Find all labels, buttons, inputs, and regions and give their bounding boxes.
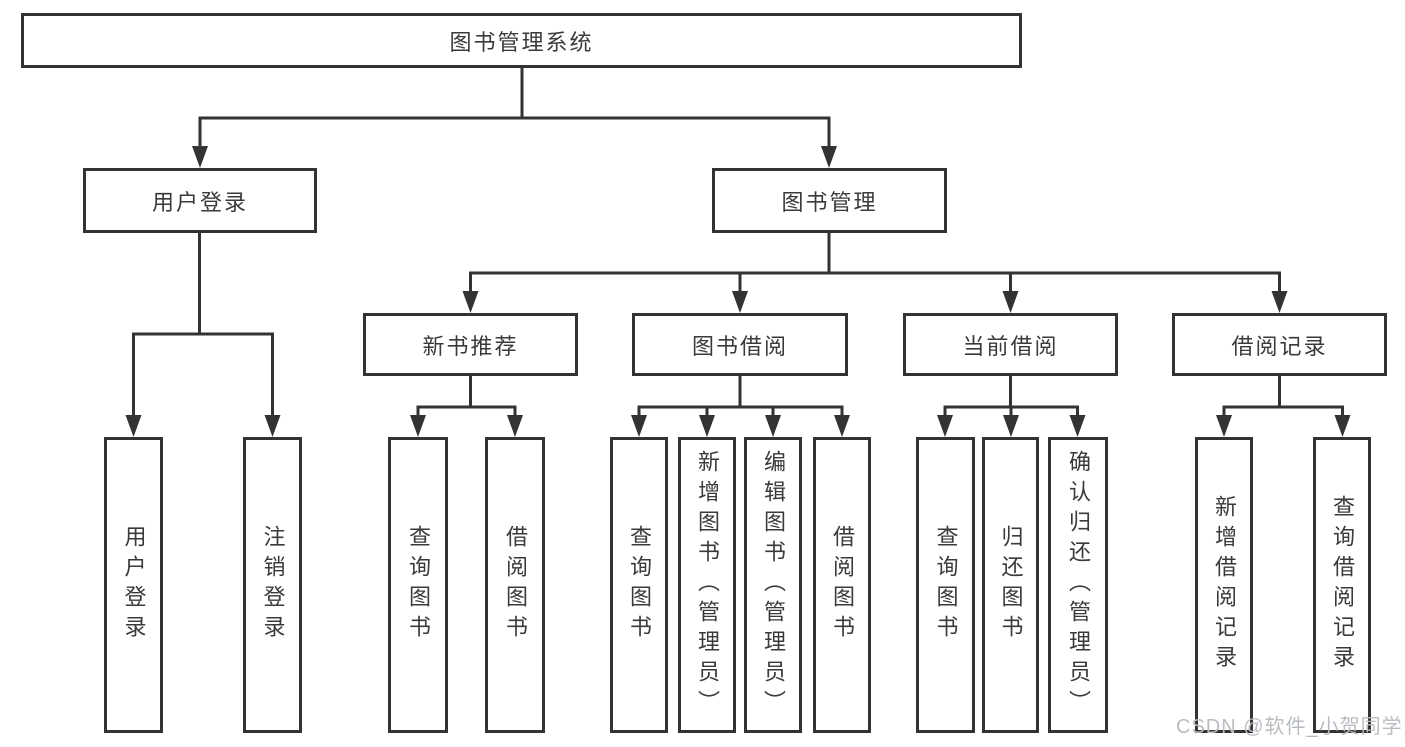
node-book-borrowing-label: 图书借阅 bbox=[691, 333, 788, 359]
leaf-confirm-return-admin: 确认归还（管理员） bbox=[1048, 437, 1108, 733]
leaf-query-books-borrowing: 查询图书 bbox=[610, 437, 668, 733]
leaf-query-books-recommend-label: 查询图书 bbox=[406, 525, 431, 645]
leaf-confirm-return-admin-label: 确认归还（管理员） bbox=[1066, 450, 1091, 720]
node-borrowing-records: 借阅记录 bbox=[1172, 313, 1387, 376]
leaf-return-books-label: 归还图书 bbox=[998, 525, 1024, 645]
leaf-add-books-admin: 新增图书（管理员） bbox=[678, 437, 736, 733]
leaf-query-books-recommend: 查询图书 bbox=[388, 437, 448, 733]
leaf-borrow-books-recommend: 借阅图书 bbox=[485, 437, 545, 733]
node-new-book-recommend: 新书推荐 bbox=[363, 313, 578, 376]
leaf-query-books-current: 查询图书 bbox=[916, 437, 975, 733]
node-user-login: 用户登录 bbox=[83, 168, 317, 233]
node-current-borrowing: 当前借阅 bbox=[903, 313, 1118, 376]
node-user-login-label: 用户登录 bbox=[151, 189, 248, 215]
leaf-query-books-current-label: 查询图书 bbox=[933, 525, 959, 645]
leaf-query-borrow-record-label: 查询借阅记录 bbox=[1330, 495, 1355, 675]
node-book-management-label: 图书管理 bbox=[781, 189, 878, 215]
node-book-management: 图书管理 bbox=[712, 168, 947, 233]
node-current-borrowing-label: 当前借阅 bbox=[962, 333, 1059, 359]
leaf-add-borrow-record: 新增借阅记录 bbox=[1195, 437, 1253, 733]
leaf-add-books-admin-label: 新增图书（管理员） bbox=[695, 450, 720, 720]
node-new-book-recommend-label: 新书推荐 bbox=[422, 333, 519, 359]
leaf-add-borrow-record-label: 新增借阅记录 bbox=[1212, 495, 1237, 675]
leaf-query-books-borrowing-label: 查询图书 bbox=[627, 525, 652, 645]
node-library-system: 图书管理系统 bbox=[21, 13, 1022, 68]
leaf-user-login-label: 用户登录 bbox=[121, 525, 147, 645]
node-borrowing-records-label: 借阅记录 bbox=[1231, 333, 1328, 359]
leaf-user-login: 用户登录 bbox=[104, 437, 163, 733]
leaf-edit-books-admin-label: 编辑图书（管理员） bbox=[761, 450, 786, 720]
leaf-borrow-books-borrowing: 借阅图书 bbox=[813, 437, 871, 733]
node-book-borrowing: 图书借阅 bbox=[632, 313, 848, 376]
leaf-logout-label: 注销登录 bbox=[260, 525, 286, 645]
node-library-system-label: 图书管理系统 bbox=[449, 29, 594, 55]
leaf-query-borrow-record: 查询借阅记录 bbox=[1313, 437, 1371, 733]
leaf-borrow-books-borrowing-label: 借阅图书 bbox=[830, 525, 855, 645]
leaf-logout: 注销登录 bbox=[243, 437, 302, 733]
leaf-edit-books-admin: 编辑图书（管理员） bbox=[744, 437, 802, 733]
watermark: CSDN @软件_小贺同学 bbox=[1176, 716, 1403, 738]
leaf-borrow-books-recommend-label: 借阅图书 bbox=[503, 525, 528, 645]
leaf-return-books: 归还图书 bbox=[982, 437, 1039, 733]
